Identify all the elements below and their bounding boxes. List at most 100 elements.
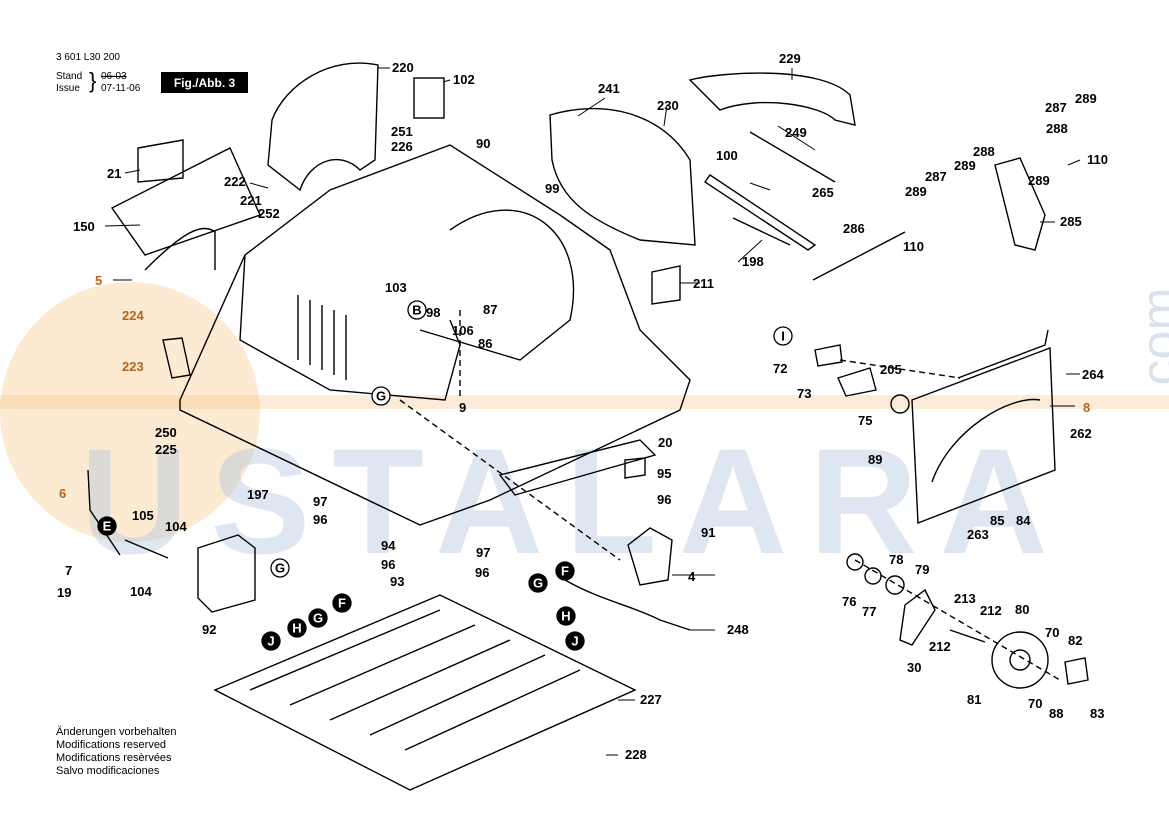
callout-letter-J2: J [267, 634, 274, 649]
nut-78 [885, 575, 905, 595]
part-label-96b: 96 [313, 512, 327, 527]
part-label-224: 224 [122, 308, 144, 323]
grid-227 [213, 594, 637, 791]
callout-letter-E: E [103, 519, 112, 534]
bracket-102 [413, 77, 445, 119]
part-label-289d: 289 [905, 184, 927, 199]
part-label-81: 81 [967, 692, 981, 707]
housing-opening [419, 209, 575, 361]
leader-lines [104, 67, 1081, 756]
part-label-97a: 97 [313, 494, 327, 509]
callout-circle-H2 [287, 618, 307, 638]
part-label-21: 21 [107, 166, 121, 181]
part-label-93: 93 [390, 574, 404, 589]
part-label-80: 80 [1015, 602, 1029, 617]
part-label-220: 220 [392, 60, 414, 75]
rod-249 [749, 131, 836, 183]
part-label-227: 227 [640, 692, 662, 707]
leaders-top [378, 67, 816, 151]
part-label-100: 100 [716, 148, 738, 163]
part-label-104a: 104 [165, 519, 187, 534]
washer-76 [846, 553, 864, 571]
part-label-212b: 212 [929, 639, 951, 654]
part-label-222: 222 [224, 174, 246, 189]
part-label-4: 4 [688, 569, 696, 584]
part-label-70b: 70 [1028, 696, 1042, 711]
part-label-96a: 96 [657, 492, 671, 507]
part-label-150: 150 [73, 219, 95, 234]
key-198 [732, 217, 791, 246]
part-label-103: 103 [385, 280, 407, 295]
part-number: 3 601 L30 200 [56, 52, 120, 63]
callout-circle-H1 [556, 606, 576, 626]
part-label-96c: 96 [381, 557, 395, 572]
note-fr: Modifications resèrvées [56, 752, 172, 764]
part-label-94: 94 [381, 538, 396, 553]
cord-5 [144, 227, 216, 271]
handle-229 [688, 72, 856, 126]
part-label-289c: 289 [954, 158, 976, 173]
watermark-text: USTALARA [80, 417, 1070, 585]
part-label-97b: 97 [476, 545, 490, 560]
part-label-19: 19 [57, 585, 71, 600]
part-label-73: 73 [797, 386, 811, 401]
housing-90 [179, 144, 691, 526]
strain-relief-6 [87, 469, 121, 556]
wiring-248 [564, 579, 691, 631]
part-label-91: 91 [701, 525, 715, 540]
stand-label: Stand [56, 71, 83, 82]
label-150-shape [110, 147, 261, 256]
part-label-72: 72 [773, 361, 787, 376]
part-label-249: 249 [785, 125, 807, 140]
housing-front [239, 254, 461, 401]
part-label-223: 223 [122, 359, 144, 374]
part-label-92: 92 [202, 622, 216, 637]
part-label-8: 8 [1083, 400, 1090, 415]
part-label-264: 264 [1082, 367, 1104, 382]
scale-arc [931, 398, 1041, 483]
switch-4 [627, 527, 673, 586]
part-label-230: 230 [657, 98, 679, 113]
part-label-110a: 110 [1087, 152, 1108, 167]
leaders-left [104, 169, 269, 281]
part-label-105: 105 [132, 508, 154, 523]
part-label-70a: 70 [1045, 625, 1059, 640]
part-label-86: 86 [478, 336, 492, 351]
callout-letter-B: B [412, 303, 421, 318]
part-label-102: 102 [453, 72, 475, 87]
callout-letter-F2: F [338, 596, 346, 611]
part-label-95: 95 [657, 466, 671, 481]
part-label-288a: 288 [1046, 121, 1068, 136]
callout-letter-J1: J [571, 634, 578, 649]
part-label-289b: 289 [1028, 173, 1050, 188]
blade-guard-shape [267, 62, 379, 192]
bracket: } [89, 68, 97, 93]
callout-letter-I: I [781, 329, 785, 344]
part-label-90: 90 [476, 136, 490, 151]
part-label-251: 251 [391, 124, 413, 139]
part-label-83: 83 [1090, 706, 1104, 721]
part-label-5: 5 [95, 273, 102, 288]
part-label-241: 241 [598, 81, 620, 96]
part-label-225: 225 [155, 442, 177, 457]
lever-285 [994, 157, 1046, 251]
part-label-9: 9 [459, 400, 466, 415]
callout-circle-G3 [528, 573, 548, 593]
tube-105 [124, 539, 169, 559]
label-211-shape [651, 265, 681, 305]
part-label-6: 6 [59, 486, 66, 501]
part-label-263: 263 [967, 527, 989, 542]
part-label-85: 85 [990, 513, 1004, 528]
part-label-76: 76 [842, 594, 856, 609]
callout-circle-F2 [332, 593, 352, 613]
panel-8 [911, 347, 1056, 525]
handwheel-hub [1009, 649, 1031, 671]
callout-circle-I [773, 326, 793, 346]
part-label-213: 213 [954, 591, 976, 606]
lever-79 [899, 588, 936, 646]
part-label-110b: 110 [903, 239, 924, 254]
part-label-104b: 104 [130, 584, 152, 599]
bolt-72 [814, 344, 843, 367]
spring-75 [890, 394, 910, 414]
